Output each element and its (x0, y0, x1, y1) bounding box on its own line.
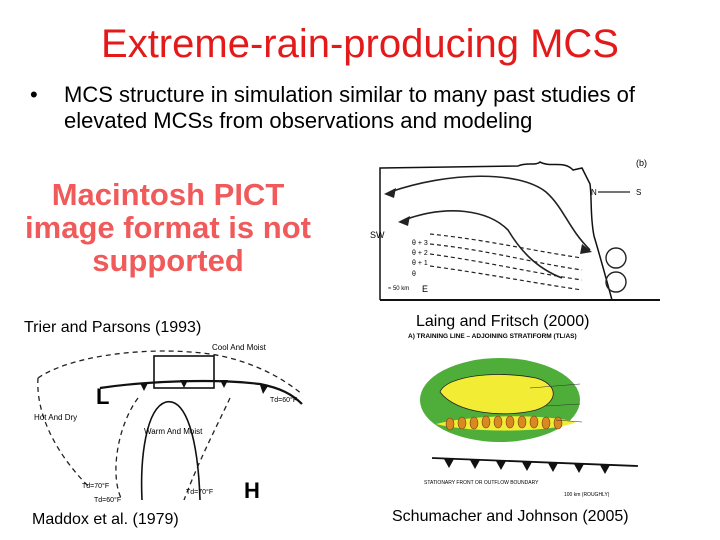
caption-maddox: Maddox et al. (1979) (32, 511, 179, 528)
isodrosotherm-left (115, 397, 139, 501)
low-pressure-label: L (96, 384, 109, 409)
moderate-echo-region (439, 374, 554, 415)
bullet-point: • MCS structure in simulation similar to… (30, 82, 710, 134)
south-label: S (636, 188, 641, 197)
isodrosotherm-right (183, 397, 231, 501)
isentropes (429, 233, 583, 291)
hot-dry-label: Hot And Dry (34, 413, 77, 422)
dashed-dryline (37, 377, 91, 489)
cloud-outline (379, 161, 613, 301)
td60-left-label: Td=60°F (94, 496, 121, 504)
schumacher-johnson-figure: A) TRAINING LINE – ADJOINING STRATIFORM … (408, 333, 639, 498)
theta1-label: θ + 1 (412, 260, 428, 267)
legend-leaders (529, 383, 583, 423)
e-label: E (422, 284, 428, 294)
maddox-synoptic-figure: Cool And Moist Hot And Dry Warm And Mois… (34, 343, 303, 504)
bullet-text: MCS structure in simulation similar to m… (64, 82, 635, 133)
airflow-arrows (389, 175, 591, 279)
warm-moist-tongue (140, 401, 201, 501)
scale-label: 100 km (ROUGHLY) (564, 492, 610, 498)
theta-label: θ (412, 271, 416, 278)
pict-unsupported-placeholder: Macintosh PICT image format is not suppo… (25, 177, 311, 278)
circulation-upper (605, 247, 627, 269)
dashed-boundary-upper (37, 350, 303, 395)
td60-right-label: Td=60°F (270, 396, 297, 404)
sw-label: SW (370, 230, 385, 240)
scale-label: ≈ 50 km (388, 286, 409, 292)
arrow-heads (384, 188, 592, 254)
circulation-lower (605, 271, 627, 293)
slide-title: Extreme-rain-producing MCS (101, 22, 619, 66)
front-symbols (140, 380, 268, 394)
convective-cells (445, 415, 563, 431)
laing-fritsch-cross-section-figure: (b) N S SW E θ + 3 θ + 2 θ + 1 θ ≈ 50 km (370, 158, 660, 301)
caption-schumacher-johnson: Schumacher and Johnson (2005) (392, 508, 629, 525)
caption-laing-fritsch: Laing and Fritsch (2000) (416, 313, 590, 330)
cool-moist-label: Cool And Moist (212, 343, 267, 352)
boundary-symbols (444, 459, 610, 474)
mcs-box (153, 355, 215, 389)
td70-left-label: Td=70°F (82, 482, 109, 490)
td70-right-label: Td=70°F (186, 488, 213, 496)
tlas-header: A) TRAINING LINE – ADJOINING STRATIFORM … (408, 333, 577, 340)
boundary-line (431, 457, 639, 467)
bullet-marker: • (30, 82, 38, 107)
boundary-label: STATIONARY FRONT OR OUTFLOW BOUNDARY (424, 480, 539, 486)
theta2-label: θ + 2 (412, 250, 428, 257)
caption-trier-parsons: Trier and Parsons (1993) (24, 319, 202, 336)
stationary-front (99, 379, 303, 405)
panel-label: (b) (636, 158, 647, 168)
warm-moist-label: Warm And Moist (144, 427, 203, 436)
high-pressure-label: H (244, 478, 260, 503)
north-label: N (591, 188, 597, 197)
theta3-label: θ + 3 (412, 240, 428, 247)
